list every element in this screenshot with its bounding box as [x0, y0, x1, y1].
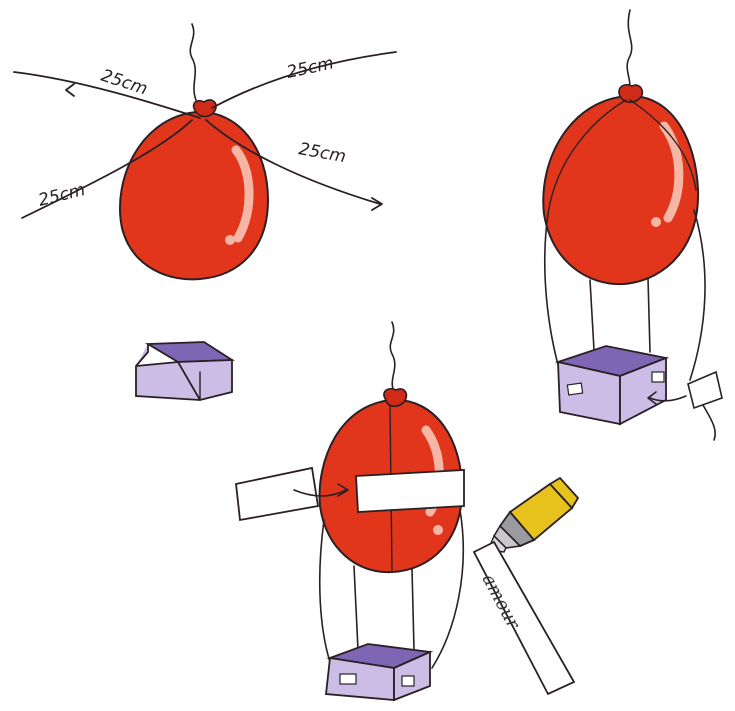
step3-balloon — [542, 94, 700, 286]
step4-label-band — [355, 469, 465, 513]
string-label-right: 25cm — [297, 139, 347, 167]
glue-tube-icon — [486, 476, 580, 553]
string-label-top-right: 25cm — [285, 53, 336, 82]
string-right — [205, 119, 381, 205]
step3-balloon-with-basket — [542, 9, 723, 441]
string-bottom-left — [21, 119, 193, 219]
step2-open-box — [135, 341, 235, 401]
amour-paper-strip — [472, 540, 576, 696]
step1-balloon-with-strings: 25cm 25cm 25cm 25cm — [13, 23, 397, 281]
string-left — [13, 71, 201, 119]
string-top-right — [211, 51, 397, 109]
string-label-bottom-left: 25cm — [36, 180, 87, 211]
glue-tube-and-strip: amour — [472, 476, 580, 696]
step4-balloon-with-band — [235, 321, 465, 702]
